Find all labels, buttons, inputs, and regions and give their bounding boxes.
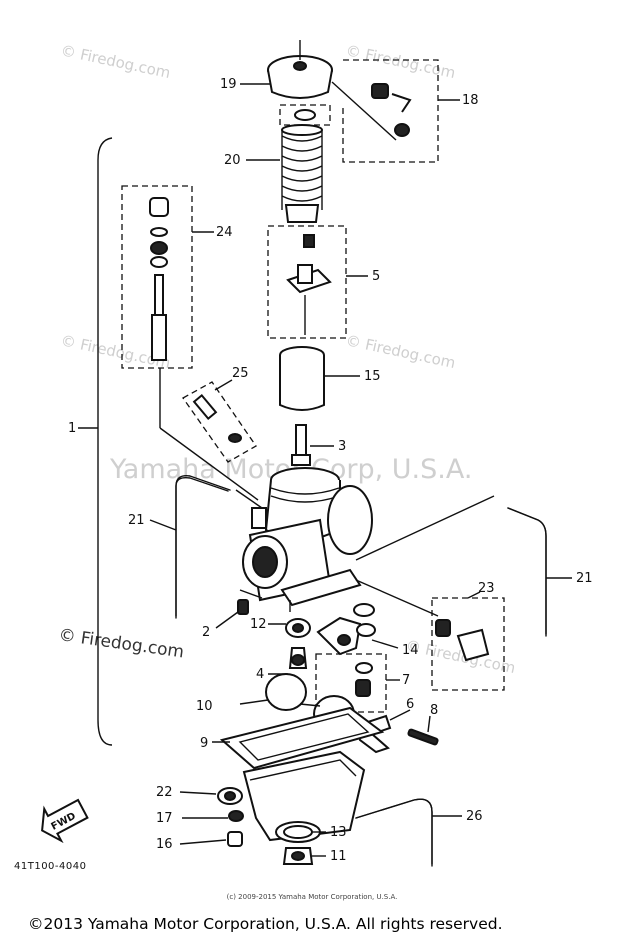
- callout-21-right: 21: [576, 571, 593, 586]
- part-9-gasket: [219, 706, 385, 770]
- leader-line: [179, 791, 217, 795]
- fine-print: (c) 2009-2015 Yamaha Motor Corporation, …: [226, 893, 398, 901]
- callout-24: 24: [216, 225, 233, 240]
- cap-washer: [294, 109, 316, 121]
- callout-17: 17: [156, 811, 173, 826]
- leader-line: [239, 589, 263, 599]
- part-5-needle: [286, 234, 332, 335]
- part-14-plate: [316, 603, 376, 656]
- watermark-firedog: © Firedog.com: [344, 41, 457, 82]
- leader-line: [331, 81, 397, 141]
- group-25-box: [182, 381, 257, 463]
- part-15-throttle-valve: [279, 346, 325, 411]
- part-21-right-vent-hose: [507, 507, 547, 637]
- group-18-box: [342, 59, 439, 163]
- part-7-valve-seat: [355, 662, 373, 697]
- callout-1: 1: [68, 421, 76, 436]
- part-21-left-vent-hose: [175, 475, 231, 619]
- callout-9: 9: [200, 736, 208, 751]
- part-12-main-jet-holder: [285, 618, 311, 638]
- leader-line: [355, 495, 495, 561]
- leader-line: [179, 839, 227, 845]
- callout-15: 15: [364, 369, 381, 384]
- group-23-box: [431, 597, 505, 691]
- leader-line: [235, 489, 263, 509]
- part-8-float-pin: [407, 728, 439, 746]
- callout-10: 10: [196, 699, 213, 714]
- callout-14: 14: [402, 643, 419, 658]
- leader-line: [371, 639, 399, 649]
- float-bowl: [242, 750, 366, 843]
- callout-3: 3: [338, 439, 346, 454]
- leader-line: [427, 715, 431, 733]
- callout-19: 19: [220, 77, 237, 92]
- group-24-box: [121, 185, 193, 369]
- part-18-cable-fitting: [371, 83, 412, 137]
- watermark-firedog-large: © Firedog.com: [57, 625, 185, 662]
- callout-22: 22: [156, 785, 173, 800]
- leader-line: [214, 379, 233, 391]
- callout-4: 4: [256, 667, 264, 682]
- callout-labels: 19 18 20 24 5 15 25 1 3 21 21 23 2 12 14…: [68, 77, 593, 864]
- callout-12: 12: [250, 617, 267, 632]
- part-19-top-cap: [267, 40, 333, 99]
- callout-25: 25: [232, 366, 249, 381]
- part-24-pilot-screw-set: [149, 197, 169, 361]
- callout-8: 8: [430, 703, 438, 718]
- part-11-drain-plug: [282, 847, 314, 865]
- callout-13: 13: [330, 825, 347, 840]
- part-26-drain-hose: [355, 798, 433, 867]
- callout-11: 11: [330, 849, 347, 864]
- part-16-plug: [227, 831, 243, 847]
- callout-23: 23: [478, 581, 495, 596]
- callout-18: 18: [462, 93, 479, 108]
- leader-line: [389, 709, 411, 721]
- part-23-throttle-stop-screw: [435, 619, 490, 662]
- leader-line: [215, 611, 239, 629]
- part-4-main-jet: [288, 647, 308, 669]
- part-25-screw: [192, 393, 242, 443]
- part-2-screw: [237, 599, 249, 615]
- watermark-firedog: © Firedog.com: [59, 41, 172, 82]
- part-20-spring: [281, 124, 323, 223]
- callout-21-left: 21: [128, 513, 145, 528]
- leader-line: [149, 519, 177, 531]
- callout-26: 26: [466, 809, 483, 824]
- leader-line: [355, 579, 439, 617]
- part-3-needle-jet: [291, 424, 311, 466]
- callout-5: 5: [372, 269, 380, 284]
- callout-7: 7: [402, 673, 410, 688]
- copyright-notice: ©2013 Yamaha Motor Corporation, U.S.A. A…: [28, 915, 503, 933]
- callout-20: 20: [224, 153, 241, 168]
- fwd-arrow-icon: FWD: [41, 798, 89, 844]
- assembly-bracket: [97, 137, 113, 746]
- callout-16: 16: [156, 837, 173, 852]
- part-17-washer: [228, 810, 244, 822]
- group-washer-box: [279, 104, 331, 126]
- carburetor-body: [242, 467, 373, 607]
- diagram-code: 41T100-4040: [14, 861, 87, 872]
- leader-line: [159, 427, 259, 501]
- callout-2: 2: [202, 625, 210, 640]
- part-13-gasket: [283, 825, 313, 839]
- group-5-box: [267, 225, 347, 339]
- leader-line: [239, 699, 269, 705]
- leader-line: [467, 591, 481, 599]
- part-22-screw: [217, 787, 243, 805]
- callout-6: 6: [406, 697, 414, 712]
- watermark-firedog: © Firedog.com: [344, 331, 457, 372]
